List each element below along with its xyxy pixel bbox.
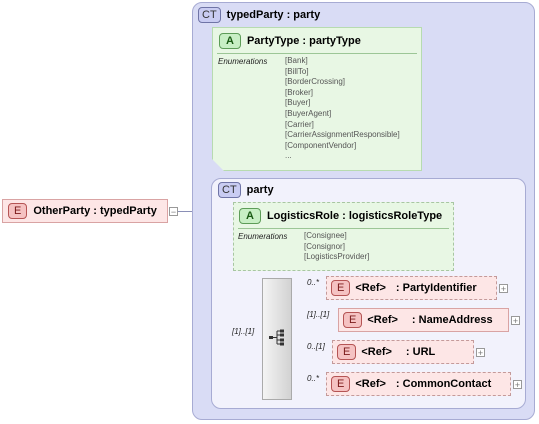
- child-name: : NameAddress: [411, 314, 493, 326]
- expand-icon[interactable]: +: [499, 284, 508, 294]
- element-badge: E: [331, 376, 351, 392]
- enum-value: [BillTo]: [285, 66, 309, 76]
- element-badge: E: [331, 280, 351, 296]
- enum-value: [Consignor]: [304, 241, 345, 251]
- root-element-label: OtherParty : typedParty: [33, 205, 157, 217]
- child-occurrence: 0..*: [307, 374, 320, 383]
- element-badge: E: [337, 344, 357, 360]
- complex-type-badge: CT: [198, 7, 221, 23]
- element-badge: E: [343, 312, 363, 328]
- partytype-attribute-box[interactable]: A PartyType : partyType Enumerations [Ba…: [212, 27, 422, 171]
- child-occurrence: 0..[1]: [307, 342, 325, 351]
- logisticsrole-enumeration-list: [Consignee] [Consignor] [LogisticsProvid…: [304, 231, 369, 263]
- sequence-occurrence: [1]..[1]: [232, 327, 255, 336]
- attribute-badge: A: [239, 208, 261, 224]
- root-element-box[interactable]: E OtherParty : typedParty: [2, 199, 168, 223]
- child-ref: <Ref>: [367, 314, 398, 326]
- child-occurrence: [1]..[1]: [307, 310, 330, 319]
- partytype-attribute-label: PartyType : partyType: [246, 35, 361, 47]
- enum-value: ...: [285, 151, 292, 161]
- partytype-enumeration-list: [Bank] [BillTo] [BorderCrossing] [Broker…: [285, 56, 400, 162]
- logisticsrole-attribute-label: LogisticsRole : logisticsRoleType: [266, 210, 443, 222]
- expand-icon[interactable]: +: [511, 316, 520, 326]
- expand-icon[interactable]: −: [169, 207, 178, 217]
- child-element-url[interactable]: E <Ref> : URL: [332, 340, 474, 364]
- element-badge: E: [8, 203, 28, 219]
- party-complex-type-header: CT party: [218, 182, 274, 198]
- enum-value: [Bank]: [285, 56, 308, 65]
- child-occurrence: 0..*: [307, 278, 320, 287]
- child-ref: <Ref>: [361, 346, 392, 358]
- attribute-badge: A: [219, 33, 241, 49]
- party-complex-type-badge: CT: [218, 182, 241, 198]
- connector-root: [178, 211, 202, 212]
- enum-value: [BuyerAgent]: [285, 108, 332, 118]
- child-name: : URL: [405, 346, 436, 358]
- enum-value: [Carrier]: [285, 119, 314, 129]
- child-element-partyidentifier[interactable]: E <Ref> : PartyIdentifier: [326, 276, 497, 300]
- sequence-compositor[interactable]: [262, 278, 292, 400]
- child-element-nameaddress[interactable]: E <Ref> : NameAddress: [338, 308, 509, 332]
- enum-value: [Buyer]: [285, 98, 311, 108]
- party-complex-type-label: party: [246, 184, 274, 196]
- child-ref: <Ref>: [355, 378, 386, 390]
- enum-value: [Consignee]: [304, 231, 347, 240]
- enum-value: [CarrierAssignmentResponsible]: [285, 130, 400, 140]
- enumerations-label: Enumerations: [218, 57, 268, 66]
- child-name: : PartyIdentifier: [395, 282, 477, 294]
- complex-type-label: typedParty : party: [226, 9, 321, 21]
- expand-icon[interactable]: +: [513, 380, 522, 390]
- child-ref: <Ref>: [355, 282, 386, 294]
- enumerations-label: Enumerations: [238, 232, 288, 241]
- expand-icon[interactable]: +: [476, 348, 485, 358]
- child-name: : CommonContact: [395, 378, 492, 390]
- enum-value: [BorderCrossing]: [285, 77, 346, 87]
- enum-value: [LogisticsProvider]: [304, 252, 370, 262]
- sequence-icon: [268, 328, 286, 351]
- enum-value: [ComponentVendor]: [285, 140, 357, 150]
- logisticsrole-attribute-box[interactable]: A LogisticsRole : logisticsRoleType Enum…: [233, 202, 454, 271]
- complex-type-header: CT typedParty : party: [198, 7, 320, 23]
- enum-value: [Broker]: [285, 87, 314, 97]
- child-element-commoncontact[interactable]: E <Ref> : CommonContact: [326, 372, 511, 396]
